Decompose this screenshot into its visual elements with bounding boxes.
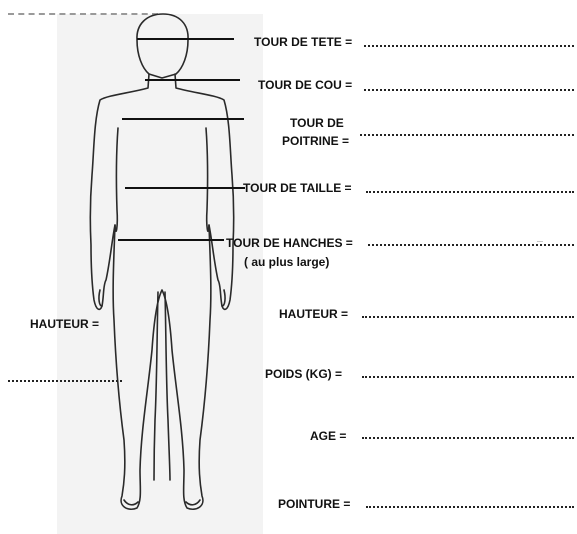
faint-mark (537, 241, 543, 242)
hauteur-left-dots[interactable] (8, 380, 122, 382)
tour-de-poitrine-label-line1: TOUR DE (290, 116, 344, 131)
tour-de-hanches-line (118, 239, 224, 241)
hauteur-field[interactable] (362, 316, 574, 318)
tour-de-taille-field[interactable] (366, 191, 574, 193)
au-plus-large-label: ( au plus large) (244, 255, 329, 270)
tour-de-taille-line (125, 187, 245, 189)
tour-de-hanches-label: TOUR DE HANCHES = (226, 236, 353, 251)
age-label: AGE = (310, 429, 346, 444)
pointure-field[interactable] (366, 506, 574, 508)
tour-de-tete-label: TOUR DE TETE = (254, 35, 352, 50)
tour-de-poitrine-label-line2: POITRINE = (282, 134, 349, 149)
tour-de-poitrine-line (122, 118, 244, 120)
tour-de-tete-line (137, 38, 234, 40)
tour-de-poitrine-field[interactable] (360, 134, 574, 136)
tour-de-cou-line (145, 79, 240, 81)
hauteur-left-label: HAUTEUR = (30, 317, 99, 332)
poids-field[interactable] (362, 376, 574, 378)
tour-de-cou-label: TOUR DE COU = (258, 78, 352, 93)
tour-de-hanches-field[interactable] (368, 244, 574, 246)
tour-de-tete-field[interactable] (364, 45, 574, 47)
poids-label: POIDS (KG) = (265, 367, 342, 382)
tour-de-taille-label: TOUR DE TAILLE = (243, 181, 352, 196)
pointure-label: POINTURE = (278, 497, 350, 512)
hauteur-label: HAUTEUR = (279, 307, 348, 322)
tour-de-cou-field[interactable] (364, 89, 574, 91)
age-field[interactable] (362, 437, 574, 439)
